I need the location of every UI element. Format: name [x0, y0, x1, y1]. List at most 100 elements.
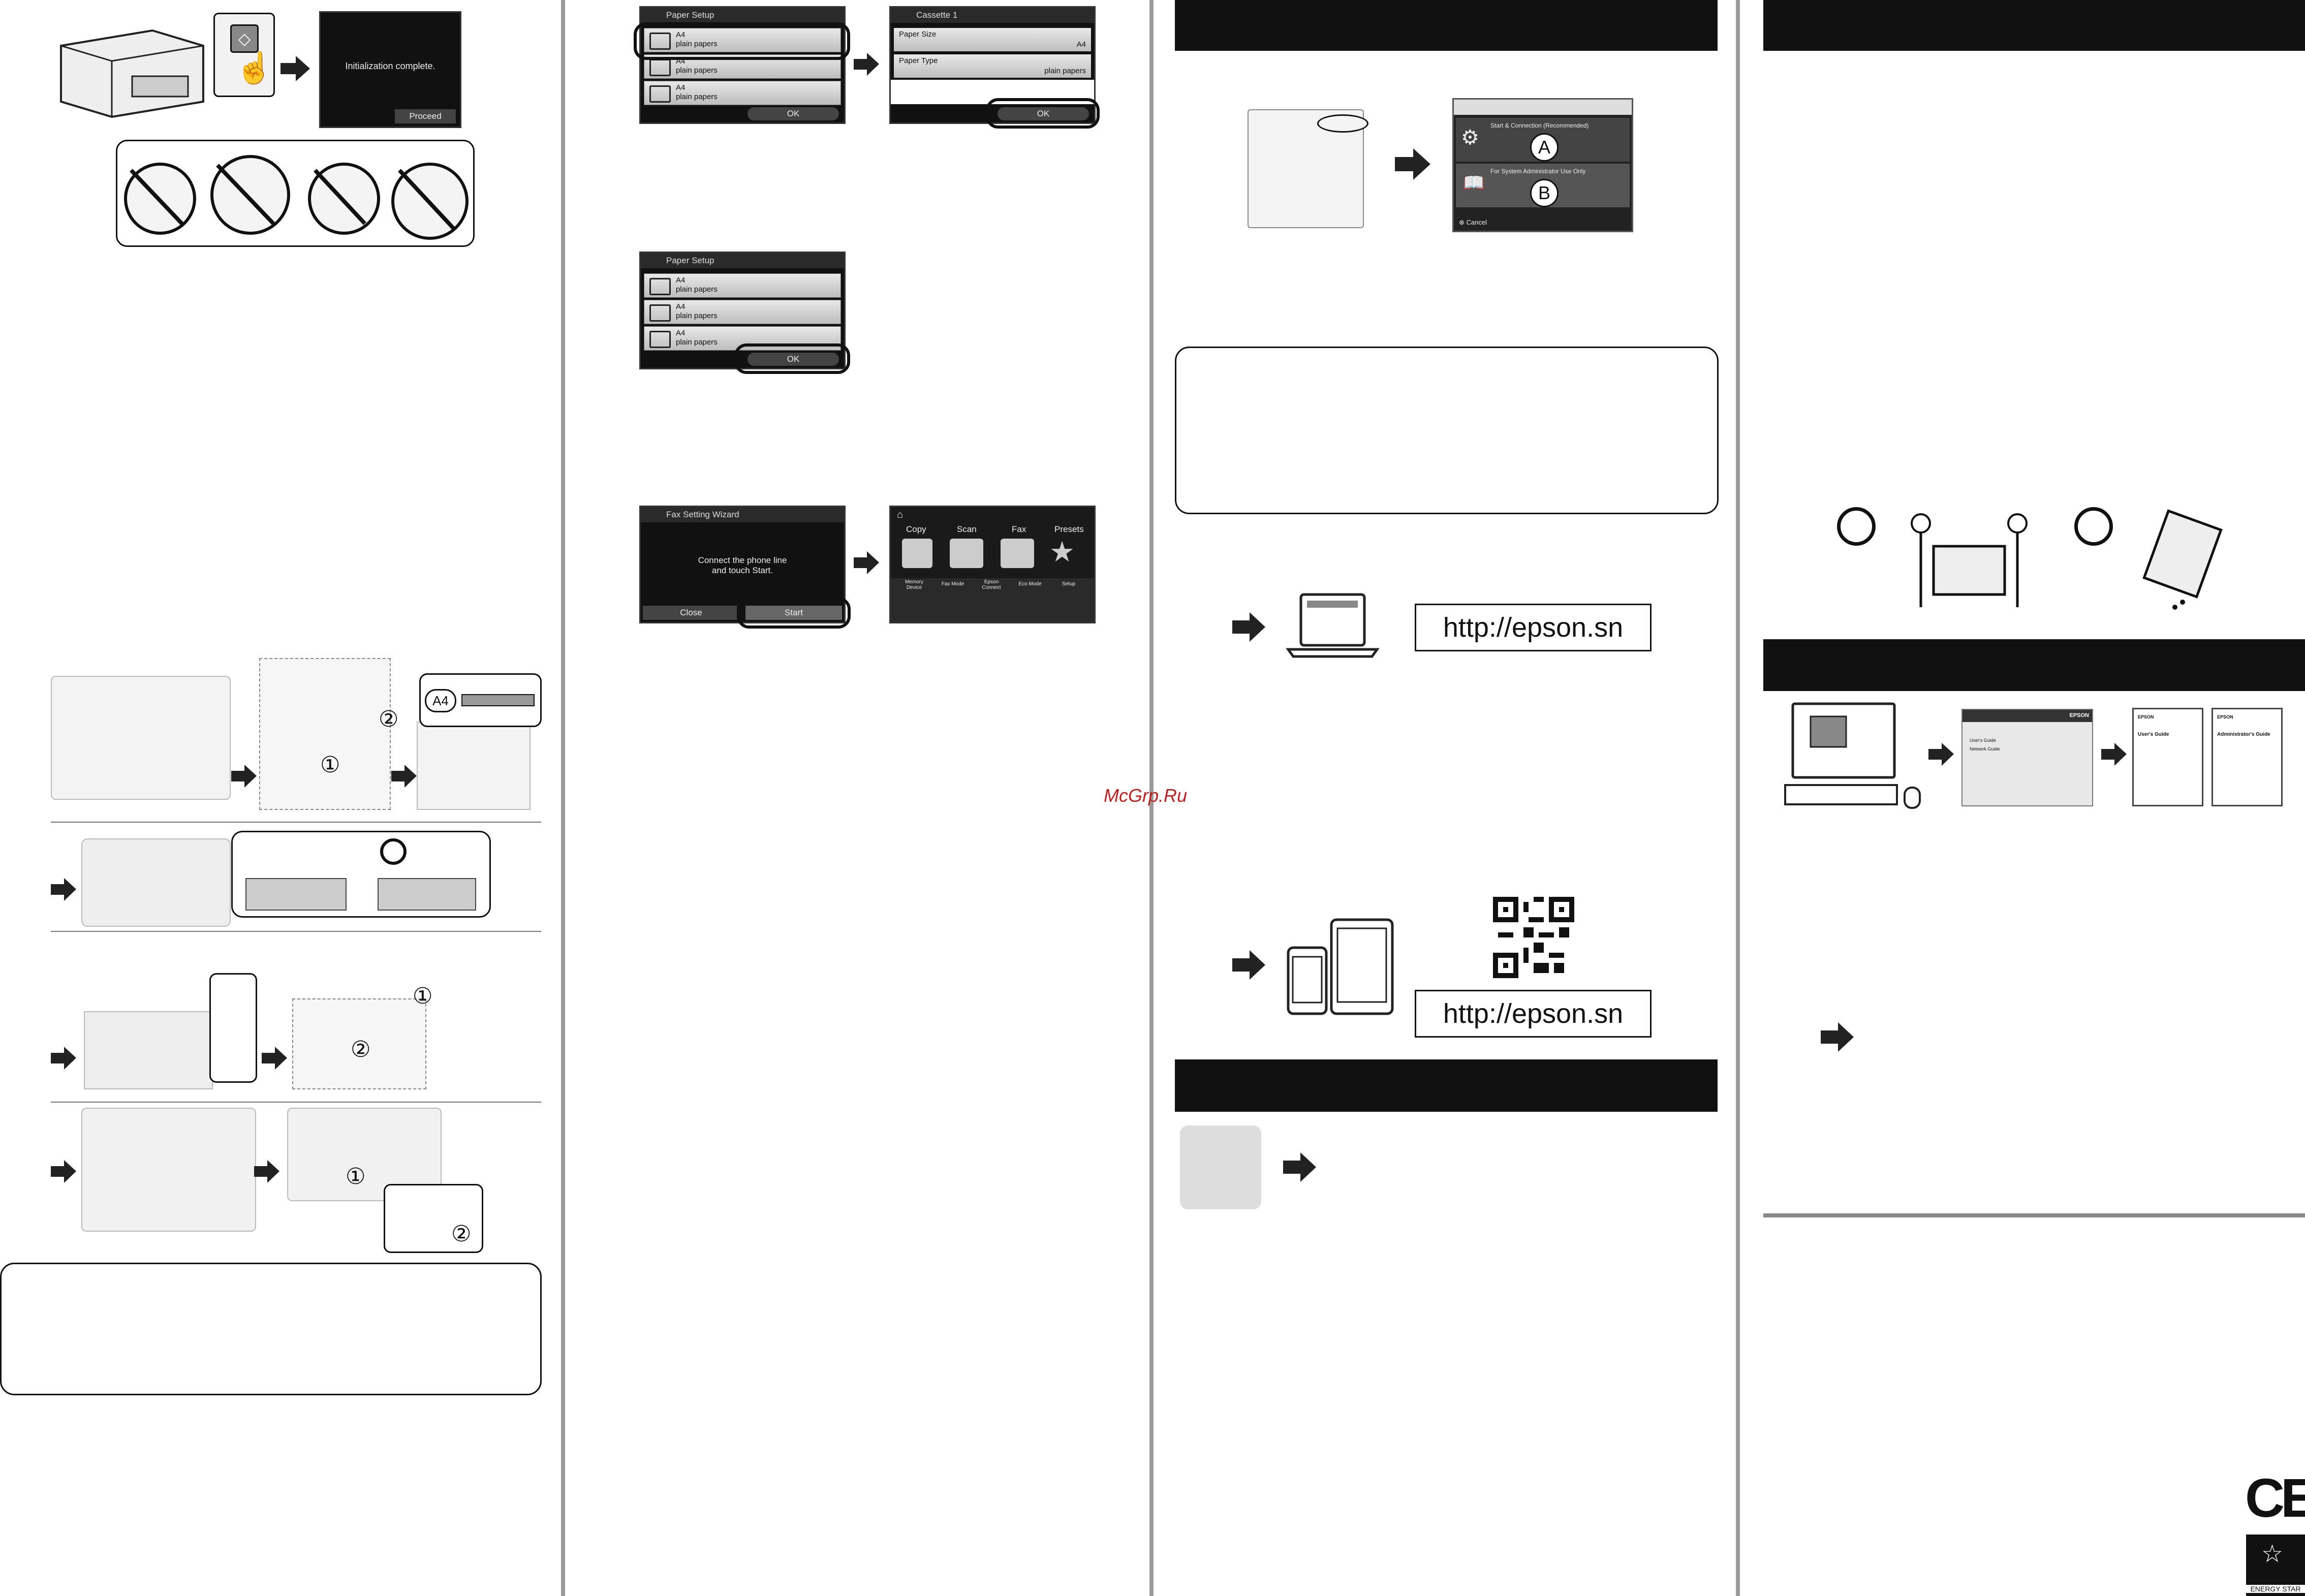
column-divider-2 — [1149, 0, 1154, 1596]
guide-brand: EPSON — [2138, 714, 2154, 719]
url-box-laptop[interactable]: http://epson.sn — [1415, 604, 1652, 651]
guide-title: Administrator's Guide — [2217, 732, 2270, 737]
close-button[interactable]: Close — [643, 606, 739, 620]
ok-button[interactable]: OK — [747, 107, 839, 120]
guide-brand: EPSON — [2217, 714, 2233, 719]
paper-stack-illustration — [81, 838, 231, 927]
laptop-icon — [1286, 593, 1380, 658]
start-button[interactable]: Start — [745, 606, 842, 620]
paper-guide-illustration — [417, 722, 531, 810]
prohibited-icon — [380, 838, 407, 865]
tilt-printer-illustration — [2142, 509, 2223, 610]
users-guide-document: EPSON User's Guide — [2132, 708, 2203, 806]
separator — [51, 822, 541, 823]
ok-highlight — [734, 343, 850, 374]
edge-guide-callout — [209, 973, 257, 1083]
tray-size-label: A4 — [425, 689, 456, 712]
init-complete-screen: Initialization complete. Proceed — [319, 11, 461, 128]
bottom-item-fax-mode[interactable]: Fax Mode — [941, 581, 964, 587]
paper-type-value: plain papers — [1044, 67, 1086, 75]
url-box-mobile[interactable]: http://epson.sn — [1415, 990, 1652, 1038]
fax-icon[interactable] — [1001, 539, 1034, 568]
manual-screen-header — [1963, 710, 2092, 722]
note-box — [0, 1263, 542, 1395]
option-b[interactable]: 📖 For System Administrator Use Only B — [1456, 164, 1630, 207]
arrow-icon — [51, 1047, 76, 1070]
guide-title: User's Guide — [2138, 732, 2169, 737]
paper-loading-illustration-2 — [259, 658, 391, 810]
energy-star-label: ENERGY STAR — [2246, 1585, 2305, 1593]
presets-icon[interactable]: ★ — [1049, 536, 1075, 568]
arrow-icon — [231, 765, 257, 788]
bottom-item-setup[interactable]: Setup — [1062, 581, 1076, 587]
proceed-button[interactable]: Proceed — [395, 109, 456, 123]
ok-button[interactable]: OK — [998, 107, 1089, 120]
administrators-guide-document: EPSON Administrator's Guide — [2211, 708, 2283, 806]
option-a[interactable]: ⚙ Start & Connection (Recommended) A — [1456, 118, 1630, 162]
bottom-item-eco-mode[interactable]: Eco Mode — [1018, 581, 1042, 587]
ok-highlight — [986, 98, 1100, 129]
start-icon: ◇ — [230, 24, 259, 53]
stopper-callout: ② — [384, 1184, 483, 1253]
bottom-item-memory-device[interactable]: Memory Device — [905, 579, 924, 590]
settings-icon: ⚙ — [1461, 127, 1479, 149]
section-header-bar — [1763, 639, 2305, 691]
note-box — [1175, 347, 1719, 514]
marker-a: A — [1530, 133, 1559, 162]
marker-1: ① — [413, 984, 433, 1009]
energy-star-icon: ☆ — [2261, 1541, 2284, 1568]
paper-ng-illustration — [378, 878, 476, 911]
paper-size-field[interactable]: Paper Size A4 — [894, 28, 1091, 51]
two-person-carry-illustration — [1911, 513, 2028, 607]
tray-label-callout: A4 — [419, 673, 542, 727]
option-a-label: Start & Connection (Recommended) — [1490, 122, 1589, 129]
bottom-bar — [891, 578, 1094, 622]
prohibited-icon — [2074, 507, 2113, 546]
arrow-icon — [1395, 148, 1430, 180]
cancel-option[interactable]: ⊗ Cancel — [1459, 218, 1487, 227]
cancel-label: Cancel — [1466, 218, 1487, 226]
separator — [1763, 1213, 2305, 1217]
hand-icon: ☝ — [235, 51, 273, 85]
paper-type-label: Paper Type — [899, 56, 938, 65]
marker-2: ② — [379, 707, 399, 732]
column-divider-1 — [561, 0, 565, 1596]
arrow-icon — [1232, 950, 1265, 980]
epson-logo: EPSON — [2069, 712, 2089, 718]
arrow-icon — [262, 1047, 287, 1070]
message: Initialization complete. — [345, 61, 435, 71]
scan-icon[interactable] — [950, 539, 983, 568]
separator — [51, 931, 541, 932]
tab-scan[interactable]: Scan — [957, 524, 977, 534]
paper-edge-callout — [231, 831, 491, 918]
copy-icon[interactable] — [902, 539, 932, 568]
arrow-icon — [254, 1160, 279, 1183]
arrow-icon — [391, 765, 417, 788]
marker-2: ② — [351, 1037, 371, 1062]
manual-item-network-guide[interactable]: Network Guide — [1970, 746, 2000, 752]
tab-presets[interactable]: Presets — [1054, 524, 1084, 534]
installer-top-bar — [1454, 100, 1632, 115]
paper-type-field[interactable]: Paper Type plain papers — [894, 54, 1091, 78]
arrow-icon — [854, 551, 879, 574]
tray-label-strip — [461, 694, 535, 706]
tab-copy[interactable]: Copy — [906, 524, 926, 534]
column-divider-3 — [1736, 0, 1740, 1596]
paper-size-value: A4 — [1076, 40, 1086, 49]
smartphone-tablet-icon — [1287, 918, 1394, 1015]
manual-item-users-guide[interactable]: User's Guide — [1970, 738, 1996, 743]
home-icon[interactable]: ⌂ — [897, 509, 904, 520]
manual-selection-screen: EPSON User's Guide Network Guide — [1961, 709, 2093, 806]
bottom-item-epson-connect[interactable]: Epson Connect — [982, 579, 1001, 590]
marker-1: ① — [320, 753, 340, 777]
power-button-callout: ◇ ☝ — [213, 13, 275, 97]
ok-button[interactable]: OK — [747, 353, 839, 366]
section-header-bar — [1175, 0, 1718, 51]
tab-fax[interactable]: Fax — [1012, 524, 1026, 534]
marker-2: ② — [451, 1222, 472, 1246]
